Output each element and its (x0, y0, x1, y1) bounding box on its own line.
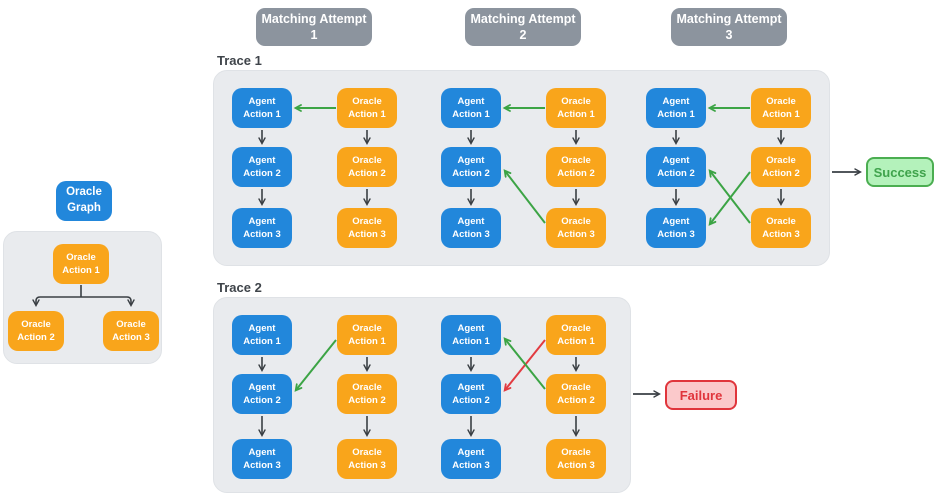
trace2-attempt1-agent-action-3: Agent Action 3 (232, 439, 292, 479)
oracle-graph-node-1: Oracle Action 1 (53, 244, 109, 284)
trace2-attempt1-oracle-action-2: Oracle Action 2 (337, 374, 397, 414)
trace2-attempt2-agent-action-2: Agent Action 2 (441, 374, 501, 414)
matching-attempt-3-header: Matching Attempt 3 (671, 8, 787, 46)
trace1-attempt3-agent-action-2: Agent Action 2 (646, 147, 706, 187)
trace1-attempt3-oracle-action-2: Oracle Action 2 (751, 147, 811, 187)
trace2-attempt1-agent-action-2: Agent Action 2 (232, 374, 292, 414)
success-badge: Success (866, 157, 934, 187)
trace2-attempt1-oracle-action-3: Oracle Action 3 (337, 439, 397, 479)
trace1-attempt3-agent-action-1: Agent Action 1 (646, 88, 706, 128)
trace2-attempt2-agent-action-1: Agent Action 1 (441, 315, 501, 355)
trace1-attempt1-oracle-action-3: Oracle Action 3 (337, 208, 397, 248)
oracle-graph-title: Oracle Graph (56, 181, 112, 221)
matching-attempt-1-header: Matching Attempt 1 (256, 8, 372, 46)
trace2-attempt2-agent-action-3: Agent Action 3 (441, 439, 501, 479)
oracle-graph-node-2: Oracle Action 2 (8, 311, 64, 351)
oracle-graph-node-3: Oracle Action 3 (103, 311, 159, 351)
trace1-attempt1-oracle-action-2: Oracle Action 2 (337, 147, 397, 187)
trace-1-label: Trace 1 (217, 53, 262, 68)
failure-badge: Failure (665, 380, 737, 410)
trace1-attempt3-oracle-action-3: Oracle Action 3 (751, 208, 811, 248)
trace1-attempt3-agent-action-3: Agent Action 3 (646, 208, 706, 248)
trace2-attempt2-oracle-action-1: Oracle Action 1 (546, 315, 606, 355)
trace1-attempt2-agent-action-2: Agent Action 2 (441, 147, 501, 187)
trace2-attempt1-agent-action-1: Agent Action 1 (232, 315, 292, 355)
trace1-attempt3-oracle-action-1: Oracle Action 1 (751, 88, 811, 128)
trace-2-label: Trace 2 (217, 280, 262, 295)
trace1-attempt1-agent-action-1: Agent Action 1 (232, 88, 292, 128)
trace1-attempt1-agent-action-3: Agent Action 3 (232, 208, 292, 248)
trace1-attempt2-oracle-action-2: Oracle Action 2 (546, 147, 606, 187)
trace2-attempt2-oracle-action-2: Oracle Action 2 (546, 374, 606, 414)
trace1-attempt2-agent-action-3: Agent Action 3 (441, 208, 501, 248)
trace1-attempt2-agent-action-1: Agent Action 1 (441, 88, 501, 128)
trace1-attempt2-oracle-action-3: Oracle Action 3 (546, 208, 606, 248)
matching-attempt-2-header: Matching Attempt 2 (465, 8, 581, 46)
trace1-attempt1-agent-action-2: Agent Action 2 (232, 147, 292, 187)
trace2-attempt2-oracle-action-3: Oracle Action 3 (546, 439, 606, 479)
trace-1-panel (213, 70, 830, 266)
trace2-attempt1-oracle-action-1: Oracle Action 1 (337, 315, 397, 355)
trace1-attempt1-oracle-action-1: Oracle Action 1 (337, 88, 397, 128)
trace1-attempt2-oracle-action-1: Oracle Action 1 (546, 88, 606, 128)
